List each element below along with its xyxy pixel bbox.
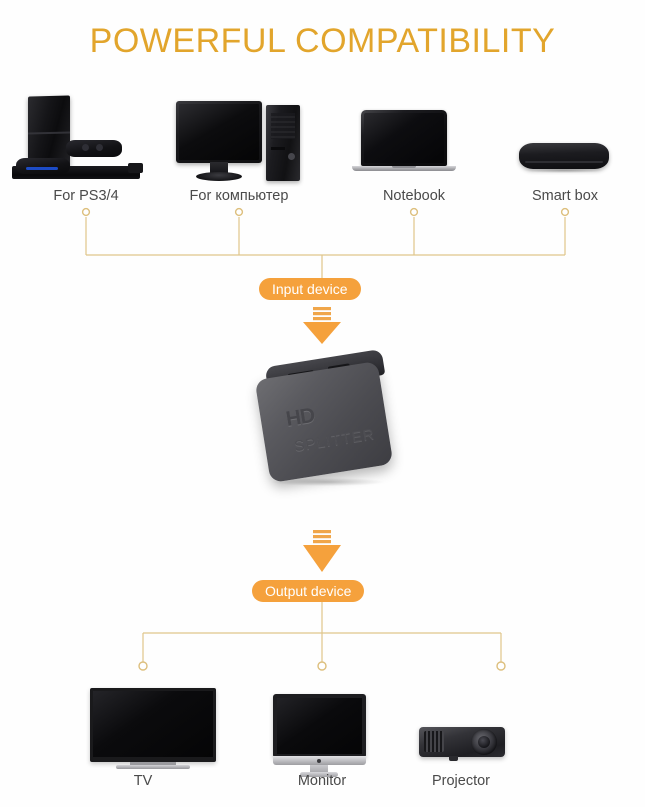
splitter-hd-logo: HD <box>284 403 316 432</box>
device-label-tv: TV <box>133 773 153 789</box>
laptop-notch <box>392 166 416 168</box>
connector-ring-notebook <box>409 207 419 217</box>
device-label-computer: For компьютер <box>189 188 289 204</box>
laptop-base <box>352 166 456 171</box>
splitter-shadow <box>272 478 384 486</box>
monitor-stand-neck <box>310 765 328 774</box>
monitor-base <box>196 172 242 181</box>
device-label-notebook: Notebook <box>382 188 446 204</box>
input-device-badge: Input device <box>259 278 361 300</box>
gamepad-stick-right <box>96 144 103 151</box>
television-icon <box>90 688 216 762</box>
set-top-box-icon <box>519 143 609 169</box>
tower-power-button <box>288 153 295 160</box>
monitor-display <box>277 698 362 754</box>
device-label-smart-box: Smart box <box>531 188 599 204</box>
device-label-projector: Projector <box>431 773 491 789</box>
projector-vents <box>424 731 444 752</box>
connector-ring-tv <box>138 661 148 671</box>
monitor-neck <box>210 162 228 174</box>
gamepad-icon-front <box>16 158 70 174</box>
connector-ring-smartbox <box>560 207 570 217</box>
monitor-logo-dot <box>317 759 321 763</box>
connector-ring-pc <box>234 207 244 217</box>
projector-foot <box>449 756 458 761</box>
laptop-screen <box>364 113 444 163</box>
input-flow-arrow <box>303 307 341 344</box>
hdmi-splitter-icon: HD SPLITTER <box>252 348 402 497</box>
laptop-icon <box>361 110 447 166</box>
tv-screen <box>93 691 213 757</box>
set-top-box-shadow <box>523 168 605 173</box>
monitor-icon <box>273 694 366 758</box>
gamepad-stick-left <box>82 144 89 151</box>
projector-lens <box>471 729 497 755</box>
usb-dongle-icon <box>128 163 143 173</box>
tower-drive-slot <box>271 147 285 150</box>
tv-neck <box>130 762 176 767</box>
gamepad-icon-back <box>66 140 122 157</box>
output-device-badge: Output device <box>252 580 365 602</box>
monitor-stand-foot <box>300 772 338 777</box>
pc-tower-icon <box>266 105 300 181</box>
tv-stand <box>116 765 190 769</box>
splitter-housing <box>254 360 394 484</box>
output-flow-arrow <box>303 530 341 572</box>
device-label-ps3-4: For PS3/4 <box>53 188 119 204</box>
connector-ring-projector <box>496 661 506 671</box>
monitor-screen <box>179 104 259 160</box>
page-title: POWERFUL COMPATIBILITY <box>89 22 556 60</box>
connector-ring-monitor <box>317 661 327 671</box>
connector-ring-ps <box>81 207 91 217</box>
desktop-computer-icon <box>176 101 262 163</box>
device-label-monitor: Monitor <box>297 773 347 789</box>
